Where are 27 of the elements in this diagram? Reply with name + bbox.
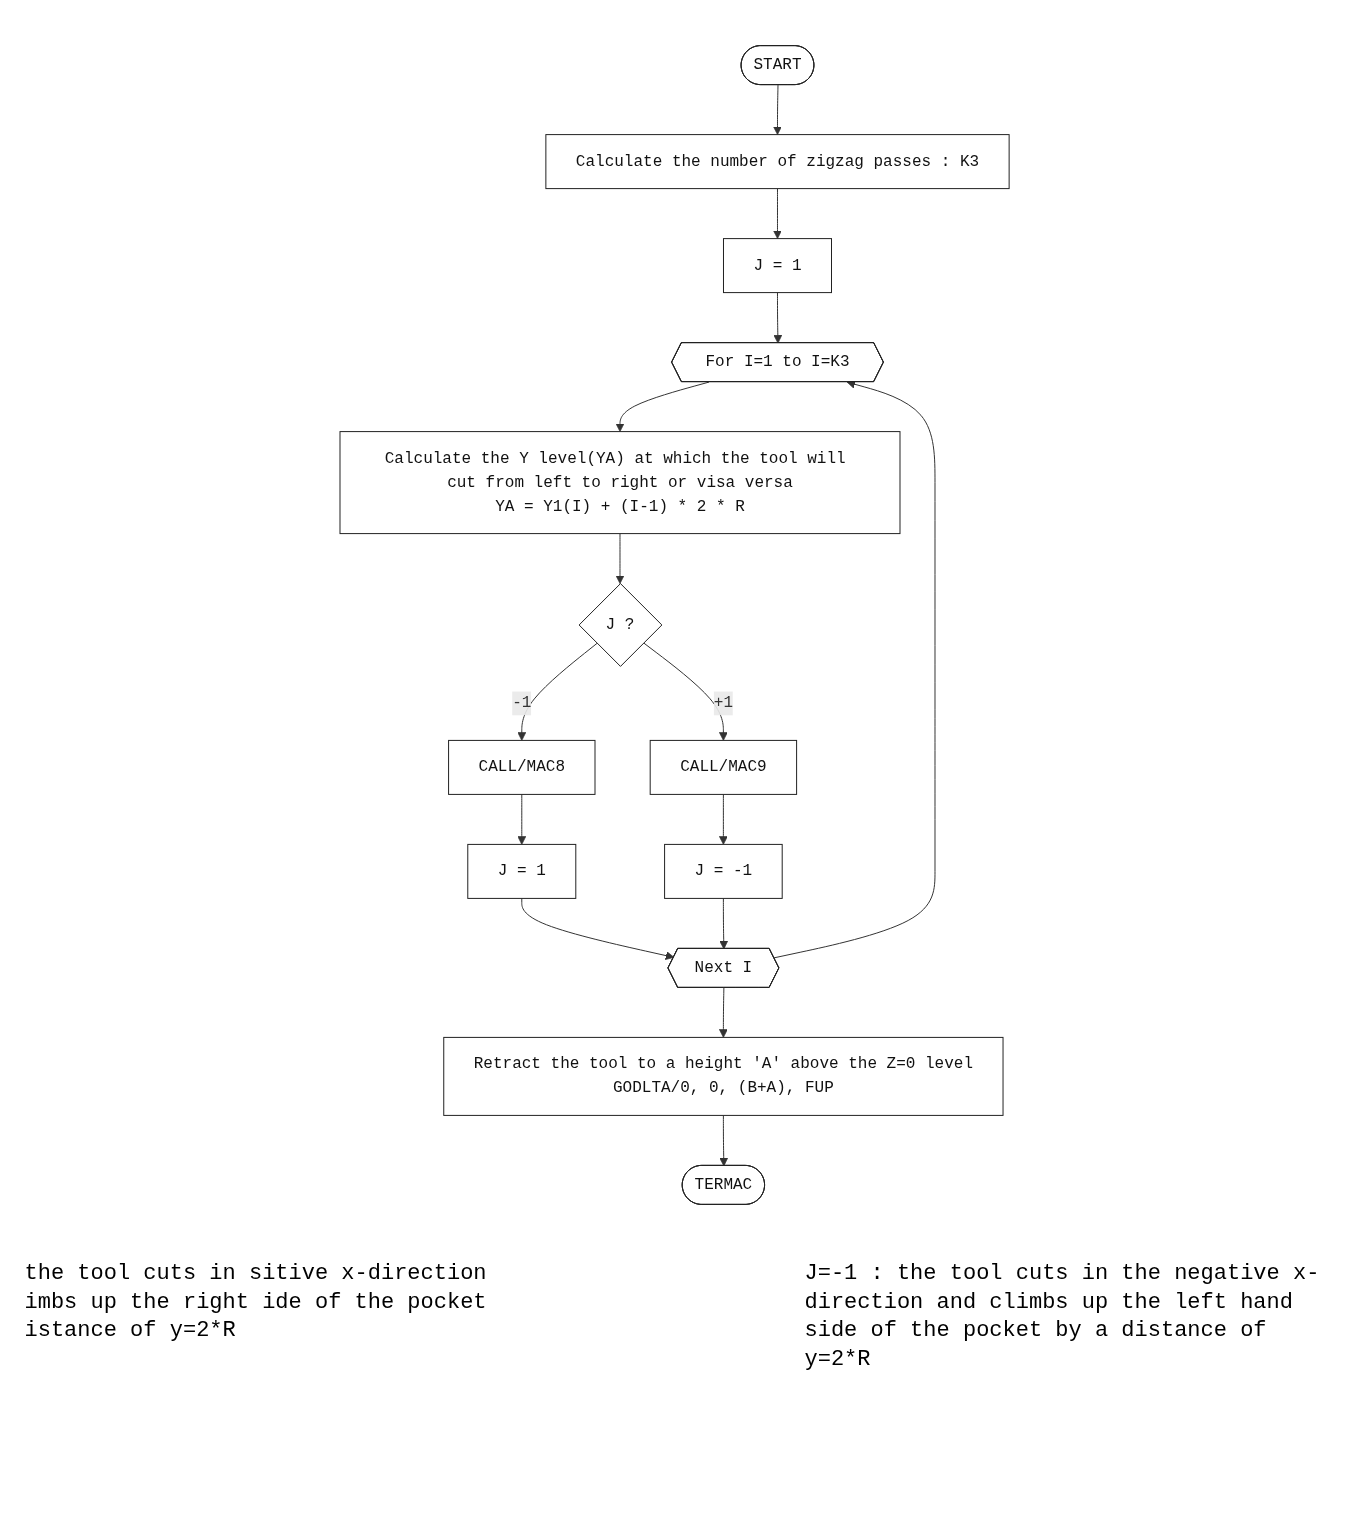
node-box: CALL/MAC9 [649,739,798,795]
edge-label: -1 [512,694,532,713]
arrow [517,793,527,845]
node-box: Calculate the number of zigzag passes : K3 [545,134,1010,190]
node-box: J = -1 [664,843,783,899]
node-box: J = 1 [467,843,577,899]
annotation-note: the tool cuts in sitive x-direction imbs up the right ide of the pocket istance of y=2*R [24,1260,488,1346]
annotation-note: J=-1 : the tool cuts in the negative x-direction and climbs up the left hand side of the pocket by a distance of y=2*R [804,1260,1321,1374]
arrow [773,84,782,135]
arrow [517,642,598,741]
edge-label: +1 [713,694,733,713]
arrow [643,642,728,741]
node-box: Retract the tool to a height 'A' above the Z=0 level GODLTA/0, 0, (B+A), FUP [443,1036,1004,1116]
arrow [718,793,728,845]
arrow [773,188,782,239]
arrow [718,987,728,1038]
node-box: Calculate the Y level(YA) at which the tool will cut from left to right or visa versa YA = Y1(I) + (I-1) * 2 * R [339,431,901,535]
arrow [719,897,729,950]
node-diamond: J ? [578,583,663,667]
arrow [521,897,675,960]
arrow [773,380,936,959]
arrow [773,292,783,344]
arrow [719,1114,729,1167]
node-box: J = 1 [722,238,832,294]
node-box: CALL/MAC8 [448,739,596,795]
arrow [615,533,625,584]
arrow [615,381,710,432]
